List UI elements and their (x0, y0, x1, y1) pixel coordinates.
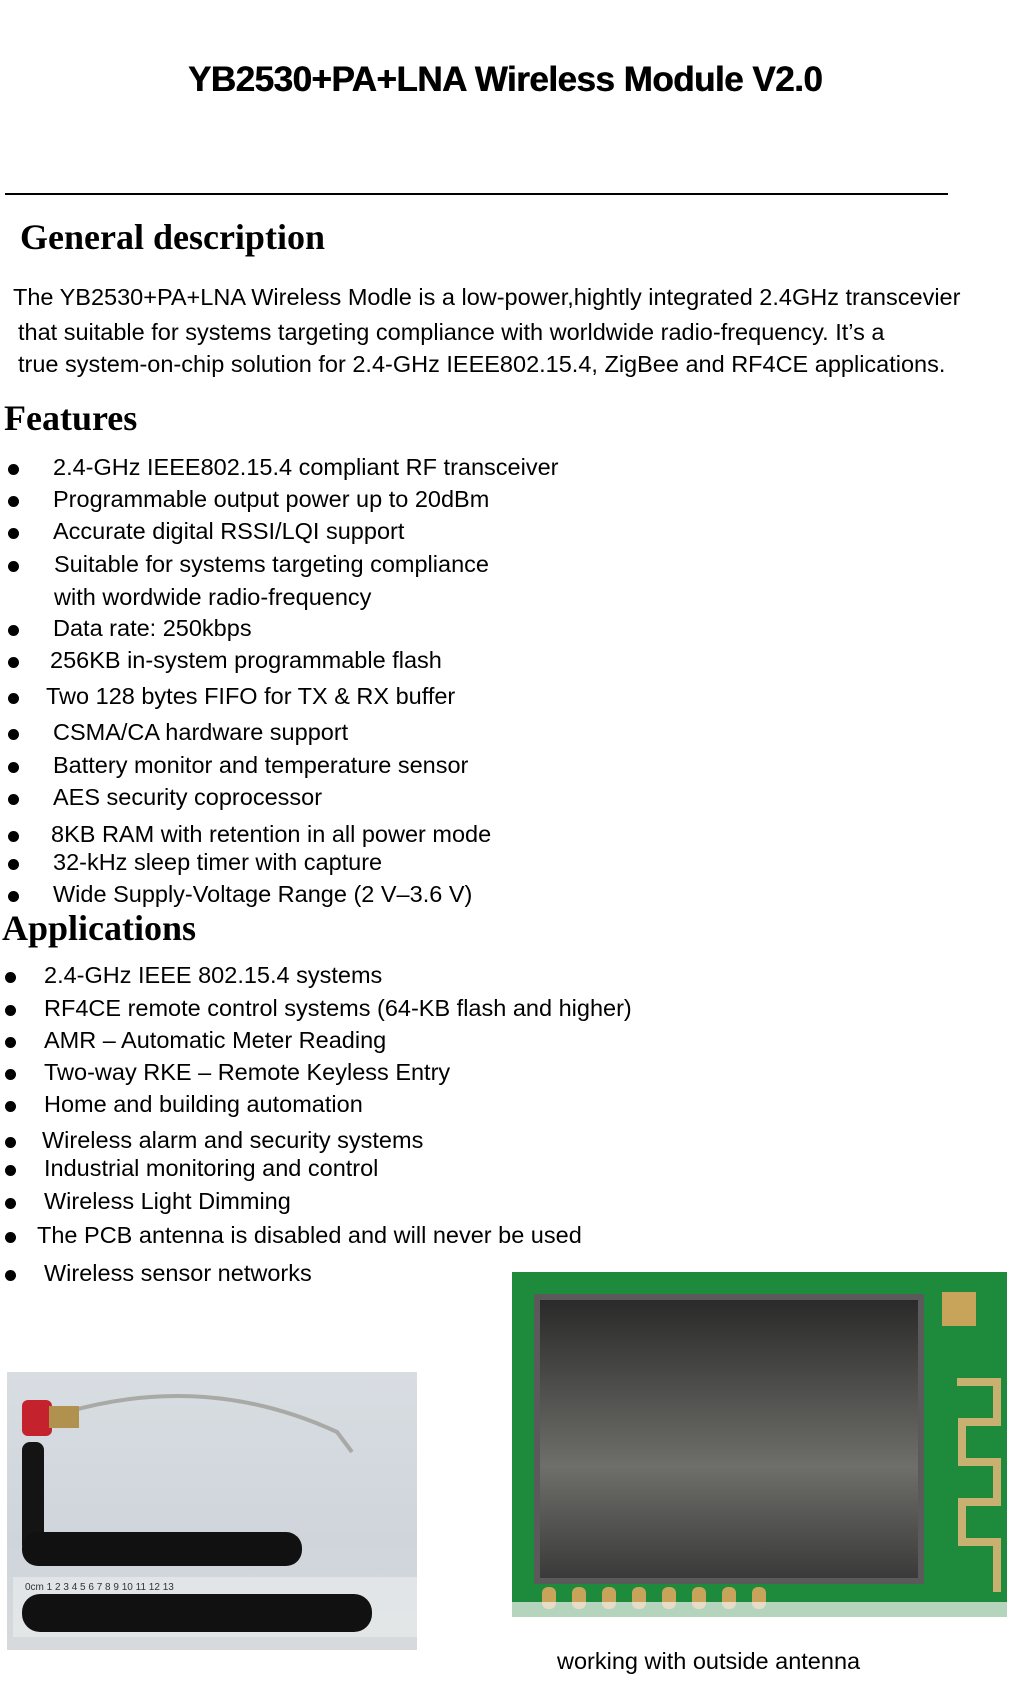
bullet-icon (8, 891, 19, 902)
application-item: Wireless alarm and security systems (42, 1127, 424, 1153)
bullet-icon (8, 657, 19, 668)
bullet-icon (8, 625, 19, 636)
bullet-icon (8, 496, 19, 507)
svg-text:0cm 1 2 3 4 5 6 7 8 9: 0cm 1 2 3 4 5 6 7 8 9 10 11 12 13 (25, 1582, 174, 1593)
application-item: Wireless Light Dimming (44, 1188, 291, 1214)
bullet-icon (5, 1232, 16, 1243)
features-heading: Features (4, 398, 138, 438)
application-item: Industrial monitoring and control (44, 1155, 379, 1181)
bullet-icon (8, 528, 19, 539)
bullet-icon (8, 464, 19, 475)
application-item: RF4CE remote control systems (64-KB flas… (44, 995, 632, 1021)
bullet-icon (5, 1165, 16, 1176)
feature-item: with wordwide radio-frequency (54, 584, 372, 610)
feature-item: 256KB in-system programmable flash (50, 647, 442, 673)
feature-item: AES security coprocessor (53, 784, 323, 810)
application-item: Wireless sensor networks (44, 1260, 312, 1286)
feature-item: CSMA/CA hardware support (53, 719, 349, 745)
antenna-photo: 0cm 1 2 3 4 5 6 7 8 9 10 11 12 13 (7, 1372, 417, 1650)
feature-item: Wide Supply-Voltage Range (2 V–3.6 V) (53, 881, 473, 907)
document-title: YB2530+PA+LNA Wireless Module V2.0 (187, 60, 823, 99)
application-item: Home and building automation (44, 1091, 363, 1117)
description-line: true system-on-chip solution for 2.4-GHz… (18, 351, 946, 377)
general-description-heading: General description (20, 217, 325, 257)
application-item: AMR – Automatic Meter Reading (44, 1027, 387, 1053)
bullet-icon (8, 729, 19, 740)
bullet-icon (8, 859, 19, 870)
feature-item: Accurate digital RSSI/LQI support (53, 518, 405, 544)
bullet-icon (5, 1037, 16, 1048)
bullet-icon (8, 794, 19, 805)
photo-caption: working with outside antenna (557, 1648, 861, 1674)
applications-heading: Applications (2, 908, 197, 948)
application-item: Two-way RKE – Remote Keyless Entry (44, 1059, 451, 1085)
description-line: The YB2530+PA+LNA Wireless Modle is a lo… (13, 284, 961, 310)
feature-item: Data rate: 250kbps (53, 615, 252, 641)
application-item: The PCB antenna is disabled and will nev… (37, 1222, 582, 1248)
module-photo (512, 1272, 1007, 1617)
application-item: 2.4-GHz IEEE 802.15.4 systems (44, 962, 383, 988)
bullet-icon (5, 1069, 16, 1080)
bullet-icon (5, 1005, 16, 1016)
feature-item: 32-kHz sleep timer with capture (53, 849, 383, 875)
bullet-icon (8, 561, 19, 572)
feature-item: Suitable for systems targeting complianc… (54, 551, 489, 577)
bullet-icon (8, 762, 19, 773)
description-line: that suitable for systems targeting comp… (18, 319, 885, 345)
feature-item: 2.4-GHz IEEE802.15.4 compliant RF transc… (53, 454, 559, 480)
feature-item: 8KB RAM with retention in all power mode (51, 821, 492, 847)
bullet-icon (5, 1198, 16, 1209)
feature-item: Battery monitor and temperature sensor (53, 752, 469, 778)
bullet-icon (5, 1270, 16, 1281)
feature-item: Two 128 bytes FIFO for TX & RX buffer (46, 683, 456, 709)
feature-item: Programmable output power up to 20dBm (53, 486, 490, 512)
bullet-icon (5, 1137, 16, 1148)
divider (5, 193, 948, 195)
bullet-icon (5, 972, 16, 983)
bullet-icon (8, 693, 19, 704)
bullet-icon (8, 831, 19, 842)
bullet-icon (5, 1101, 16, 1112)
